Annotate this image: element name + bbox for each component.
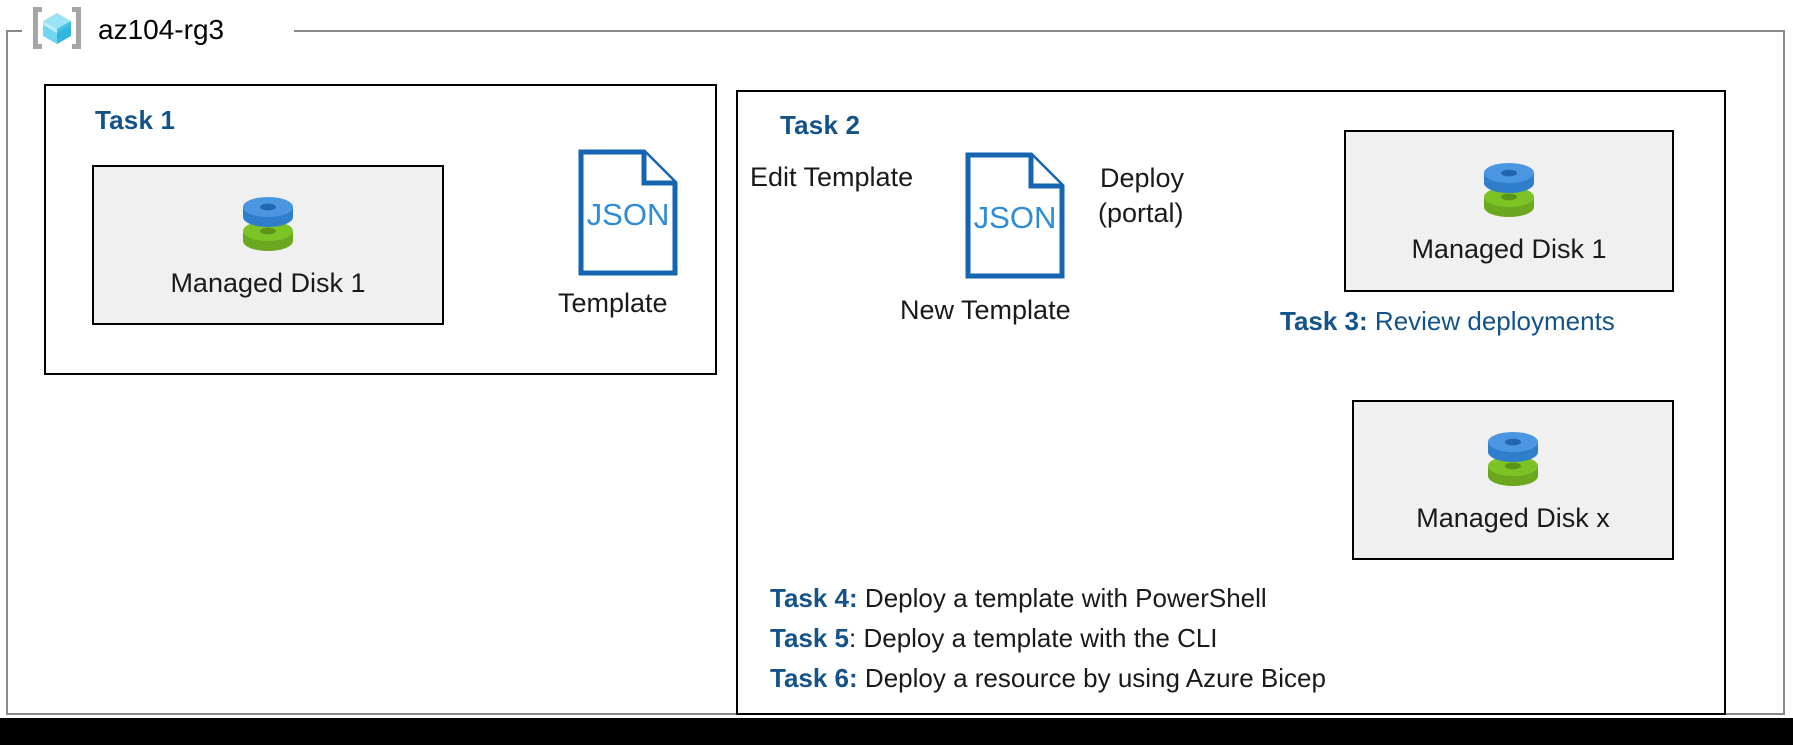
task-4-text: Deploy a template with PowerShell — [857, 583, 1267, 613]
managed-disk-icon — [1482, 426, 1544, 499]
managed-disk-1-deployed-card[interactable]: Managed Disk 1 — [1344, 130, 1674, 292]
managed-disk-icon — [237, 191, 299, 264]
task-3-note: Task 3: Review deployments — [1280, 306, 1615, 337]
edit-template-arrow-label: Edit Template — [750, 162, 914, 192]
task-note-row: Task 4: Deploy a template with PowerShel… — [770, 578, 1326, 618]
deploy-arrow-label-line2: (portal) — [1098, 198, 1184, 228]
task-6-text: Deploy a resource by using Azure Bicep — [857, 663, 1326, 693]
managed-disk-icon — [1478, 157, 1540, 230]
task-6-key: Task 6: — [770, 663, 858, 693]
resource-group-name: az104-rg3 — [98, 14, 225, 45]
task-4-key: Task 4: — [770, 583, 858, 613]
task-3-key: Task 3: — [1280, 306, 1368, 336]
managed-disk-x-card[interactable]: Managed Disk x — [1352, 400, 1674, 560]
task-3-text: Review deployments — [1367, 306, 1615, 336]
task-2-heading: Task 2 — [780, 110, 861, 140]
managed-disk-x-label: Managed Disk x — [1416, 503, 1610, 533]
bottom-black-bar — [0, 718, 1793, 745]
template-caption: Template — [558, 288, 668, 318]
task-note-row: Task 5: Deploy a template with the CLI — [770, 618, 1326, 658]
task-5-text: : Deploy a template with the CLI — [849, 623, 1218, 653]
resource-group-header: az104-rg3 — [30, 0, 224, 60]
json-template-icon[interactable]: JSON — [578, 149, 678, 281]
task-5-key: Task 5 — [770, 623, 850, 653]
managed-disk-1-deployed-label: Managed Disk 1 — [1411, 234, 1607, 264]
task-1-heading: Task 1 — [95, 105, 176, 135]
managed-disk-1-source-card[interactable]: Managed Disk 1 — [92, 165, 444, 325]
new-template-caption: New Template — [900, 295, 1071, 325]
json-icon-label: JSON — [587, 197, 670, 232]
new-json-template-icon[interactable]: JSON — [965, 152, 1065, 284]
json-icon-label: JSON — [974, 200, 1057, 235]
azure-resource-group-cube-icon — [30, 4, 84, 57]
task-notes-list: Task 4: Deploy a template with PowerShel… — [770, 578, 1326, 698]
task-note-row: Task 6: Deploy a resource by using Azure… — [770, 658, 1326, 698]
deploy-arrow-label-line1: Deploy — [1100, 163, 1185, 193]
managed-disk-1-source-label: Managed Disk 1 — [170, 268, 366, 298]
